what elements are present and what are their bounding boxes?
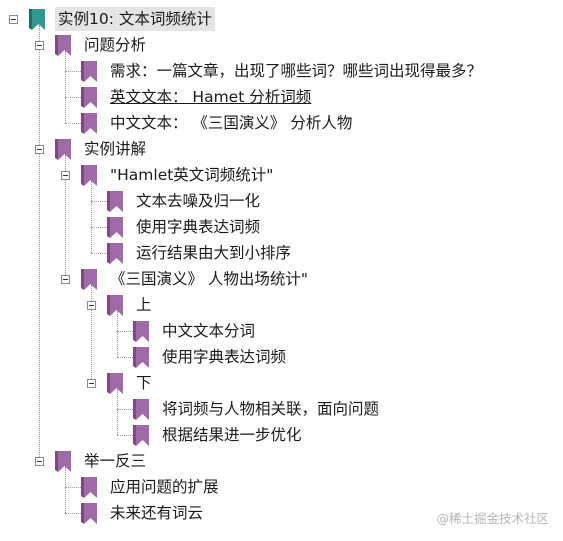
tree-connector-horizontal xyxy=(91,201,109,202)
collapse-toggle-icon[interactable] xyxy=(35,41,44,50)
tree-branch-node-label[interactable]: 举一反三 xyxy=(84,452,147,470)
tree-leaf-node-label[interactable]: 使用字典表达词频 xyxy=(162,348,287,366)
tree-connector-horizontal xyxy=(117,331,135,332)
bookmark-icon xyxy=(80,268,98,291)
tree-branch-node-label[interactable]: 下 xyxy=(136,374,152,392)
tree-connector-horizontal xyxy=(91,227,109,228)
tree-branch-node-label[interactable]: 问题分析 xyxy=(84,36,147,54)
tree-branch-node-label[interactable]: 《三国演义》 人物出场统计" xyxy=(110,270,309,288)
bookmark-icon xyxy=(132,398,150,421)
tree-connector-horizontal xyxy=(117,357,135,358)
bookmark-icon xyxy=(80,502,98,525)
tree-connector-vertical xyxy=(117,311,118,357)
tree-leaf-node-label[interactable]: 使用字典表达词频 xyxy=(136,218,261,236)
tree-leaf-node-label[interactable]: 需求：一篇文章，出现了哪些词？哪些词出现得最多？ xyxy=(110,62,483,80)
tree-leaf-node-label[interactable]: 应用问题的扩展 xyxy=(110,478,219,496)
collapse-toggle-icon[interactable] xyxy=(9,15,18,24)
tree-connector-horizontal xyxy=(65,71,83,72)
tree-connector-horizontal xyxy=(65,97,83,98)
bookmark-icon xyxy=(80,164,98,187)
tree-connector-vertical xyxy=(91,285,92,383)
tree-leaf-node-label[interactable]: 中文文本分词 xyxy=(162,322,256,340)
tree-connector-horizontal xyxy=(91,253,109,254)
bookmark-icon xyxy=(80,112,98,135)
collapse-toggle-icon[interactable] xyxy=(87,301,96,310)
bookmark-icon xyxy=(132,424,150,447)
tree-branch-node-label[interactable]: 上 xyxy=(136,296,152,314)
tree-branch-node-label[interactable]: "Hamlet英文词频统计" xyxy=(110,166,274,184)
bookmark-icon xyxy=(106,190,124,213)
tree-connector-horizontal xyxy=(65,123,83,124)
bookmark-icon xyxy=(106,242,124,265)
tree-leaf-node-label[interactable]: 中文文本： 《三国演义》 分析人物 xyxy=(110,114,353,132)
tree-connector-vertical xyxy=(65,467,66,513)
bookmark-icon xyxy=(106,372,124,395)
collapse-toggle-icon[interactable] xyxy=(61,275,70,284)
collapse-toggle-icon[interactable] xyxy=(35,145,44,154)
tree-leaf-node-label[interactable]: 未来还有词云 xyxy=(110,504,204,522)
collapse-toggle-icon[interactable] xyxy=(87,379,96,388)
tree-leaf-node-label[interactable]: 运行结果由大到小排序 xyxy=(136,244,292,262)
tree-leaf-node-label[interactable]: 英文文本： Hamet 分析词频 xyxy=(110,88,312,106)
tree-connector-vertical xyxy=(117,389,118,435)
bookmark-icon xyxy=(80,60,98,83)
root-bookmark-icon xyxy=(28,8,46,31)
bookmark-icon xyxy=(132,346,150,369)
tree-connector-vertical xyxy=(65,51,66,123)
tree-connector-horizontal xyxy=(117,409,135,410)
tree-branch-node-label[interactable]: 实例讲解 xyxy=(84,140,147,158)
collapse-toggle-icon[interactable] xyxy=(35,457,44,466)
tree-connector-vertical xyxy=(39,25,40,461)
tree-leaf-node-label[interactable]: 文本去噪及归一化 xyxy=(136,192,261,210)
bookmark-icon xyxy=(54,138,72,161)
bookmark-icon xyxy=(106,216,124,239)
tree-leaf-node-label[interactable]: 将词频与人物相关联，面向问题 xyxy=(162,400,380,418)
tree-leaf-node-label[interactable]: 根据结果进一步优化 xyxy=(162,426,302,444)
tree-connector-horizontal xyxy=(65,487,83,488)
bookmark-icon xyxy=(106,294,124,317)
bookmark-icon xyxy=(54,450,72,473)
bookmark-icon xyxy=(132,320,150,343)
tree-root-node-label[interactable]: 实例10: 文本词频统计 xyxy=(55,7,215,31)
collapse-toggle-icon[interactable] xyxy=(61,171,70,180)
bookmark-icon xyxy=(54,34,72,57)
bookmark-icon xyxy=(80,476,98,499)
tree-connector-horizontal xyxy=(117,435,135,436)
tree-connector-vertical xyxy=(91,181,92,253)
tree-connector-vertical xyxy=(65,155,66,279)
bookmark-icon xyxy=(80,86,98,109)
tree-connector-horizontal xyxy=(65,513,83,514)
watermark: @稀土掘金技术社区 xyxy=(436,511,549,526)
